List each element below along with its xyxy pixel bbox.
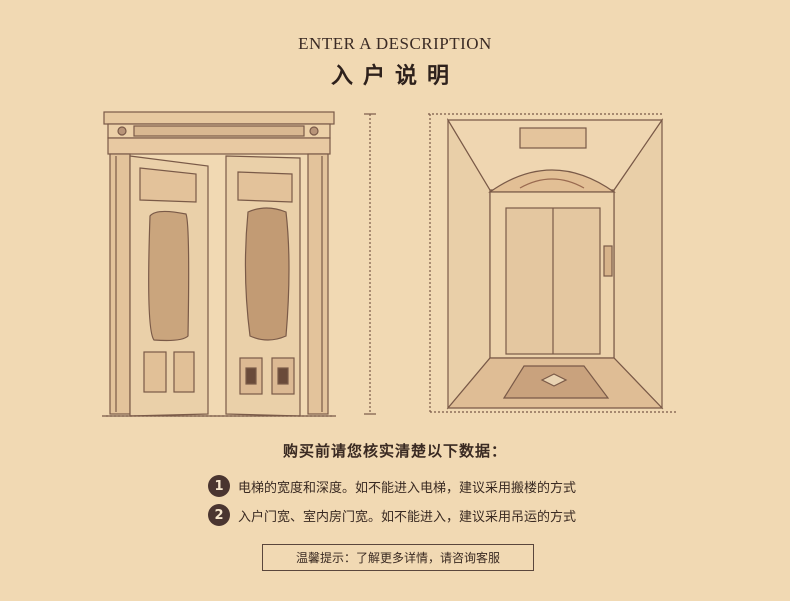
double-door-sketch: [96, 104, 386, 424]
instruction-item: 2 入户门宽、室内房门宽。如不能进入，建议采用吊运的方式: [208, 503, 576, 527]
instructions-heading: 购买前请您核实清楚以下数据：: [282, 442, 507, 460]
number-badge: 1: [208, 475, 230, 497]
elevator-illustration: [428, 113, 676, 414]
door-illustration: [102, 111, 376, 417]
instruction-item: 1 电梯的宽度和深度。如不能进入电梯，建议采用搬楼的方式: [208, 474, 576, 498]
title-chinese: 入户说明: [330, 64, 459, 89]
tip-box: 温馨提示：了解更多详情，请咨询客服: [262, 544, 534, 571]
title-english: ENTER A DESCRIPTION: [298, 34, 492, 53]
instruction-text: 入户门宽、室内房门宽。如不能进入，建议采用吊运的方式: [238, 509, 577, 525]
instruction-text: 电梯的宽度和深度。如不能进入电梯，建议采用搬楼的方式: [238, 480, 577, 496]
number-badge: 2: [208, 504, 230, 526]
elevator-sketch: [424, 108, 684, 418]
